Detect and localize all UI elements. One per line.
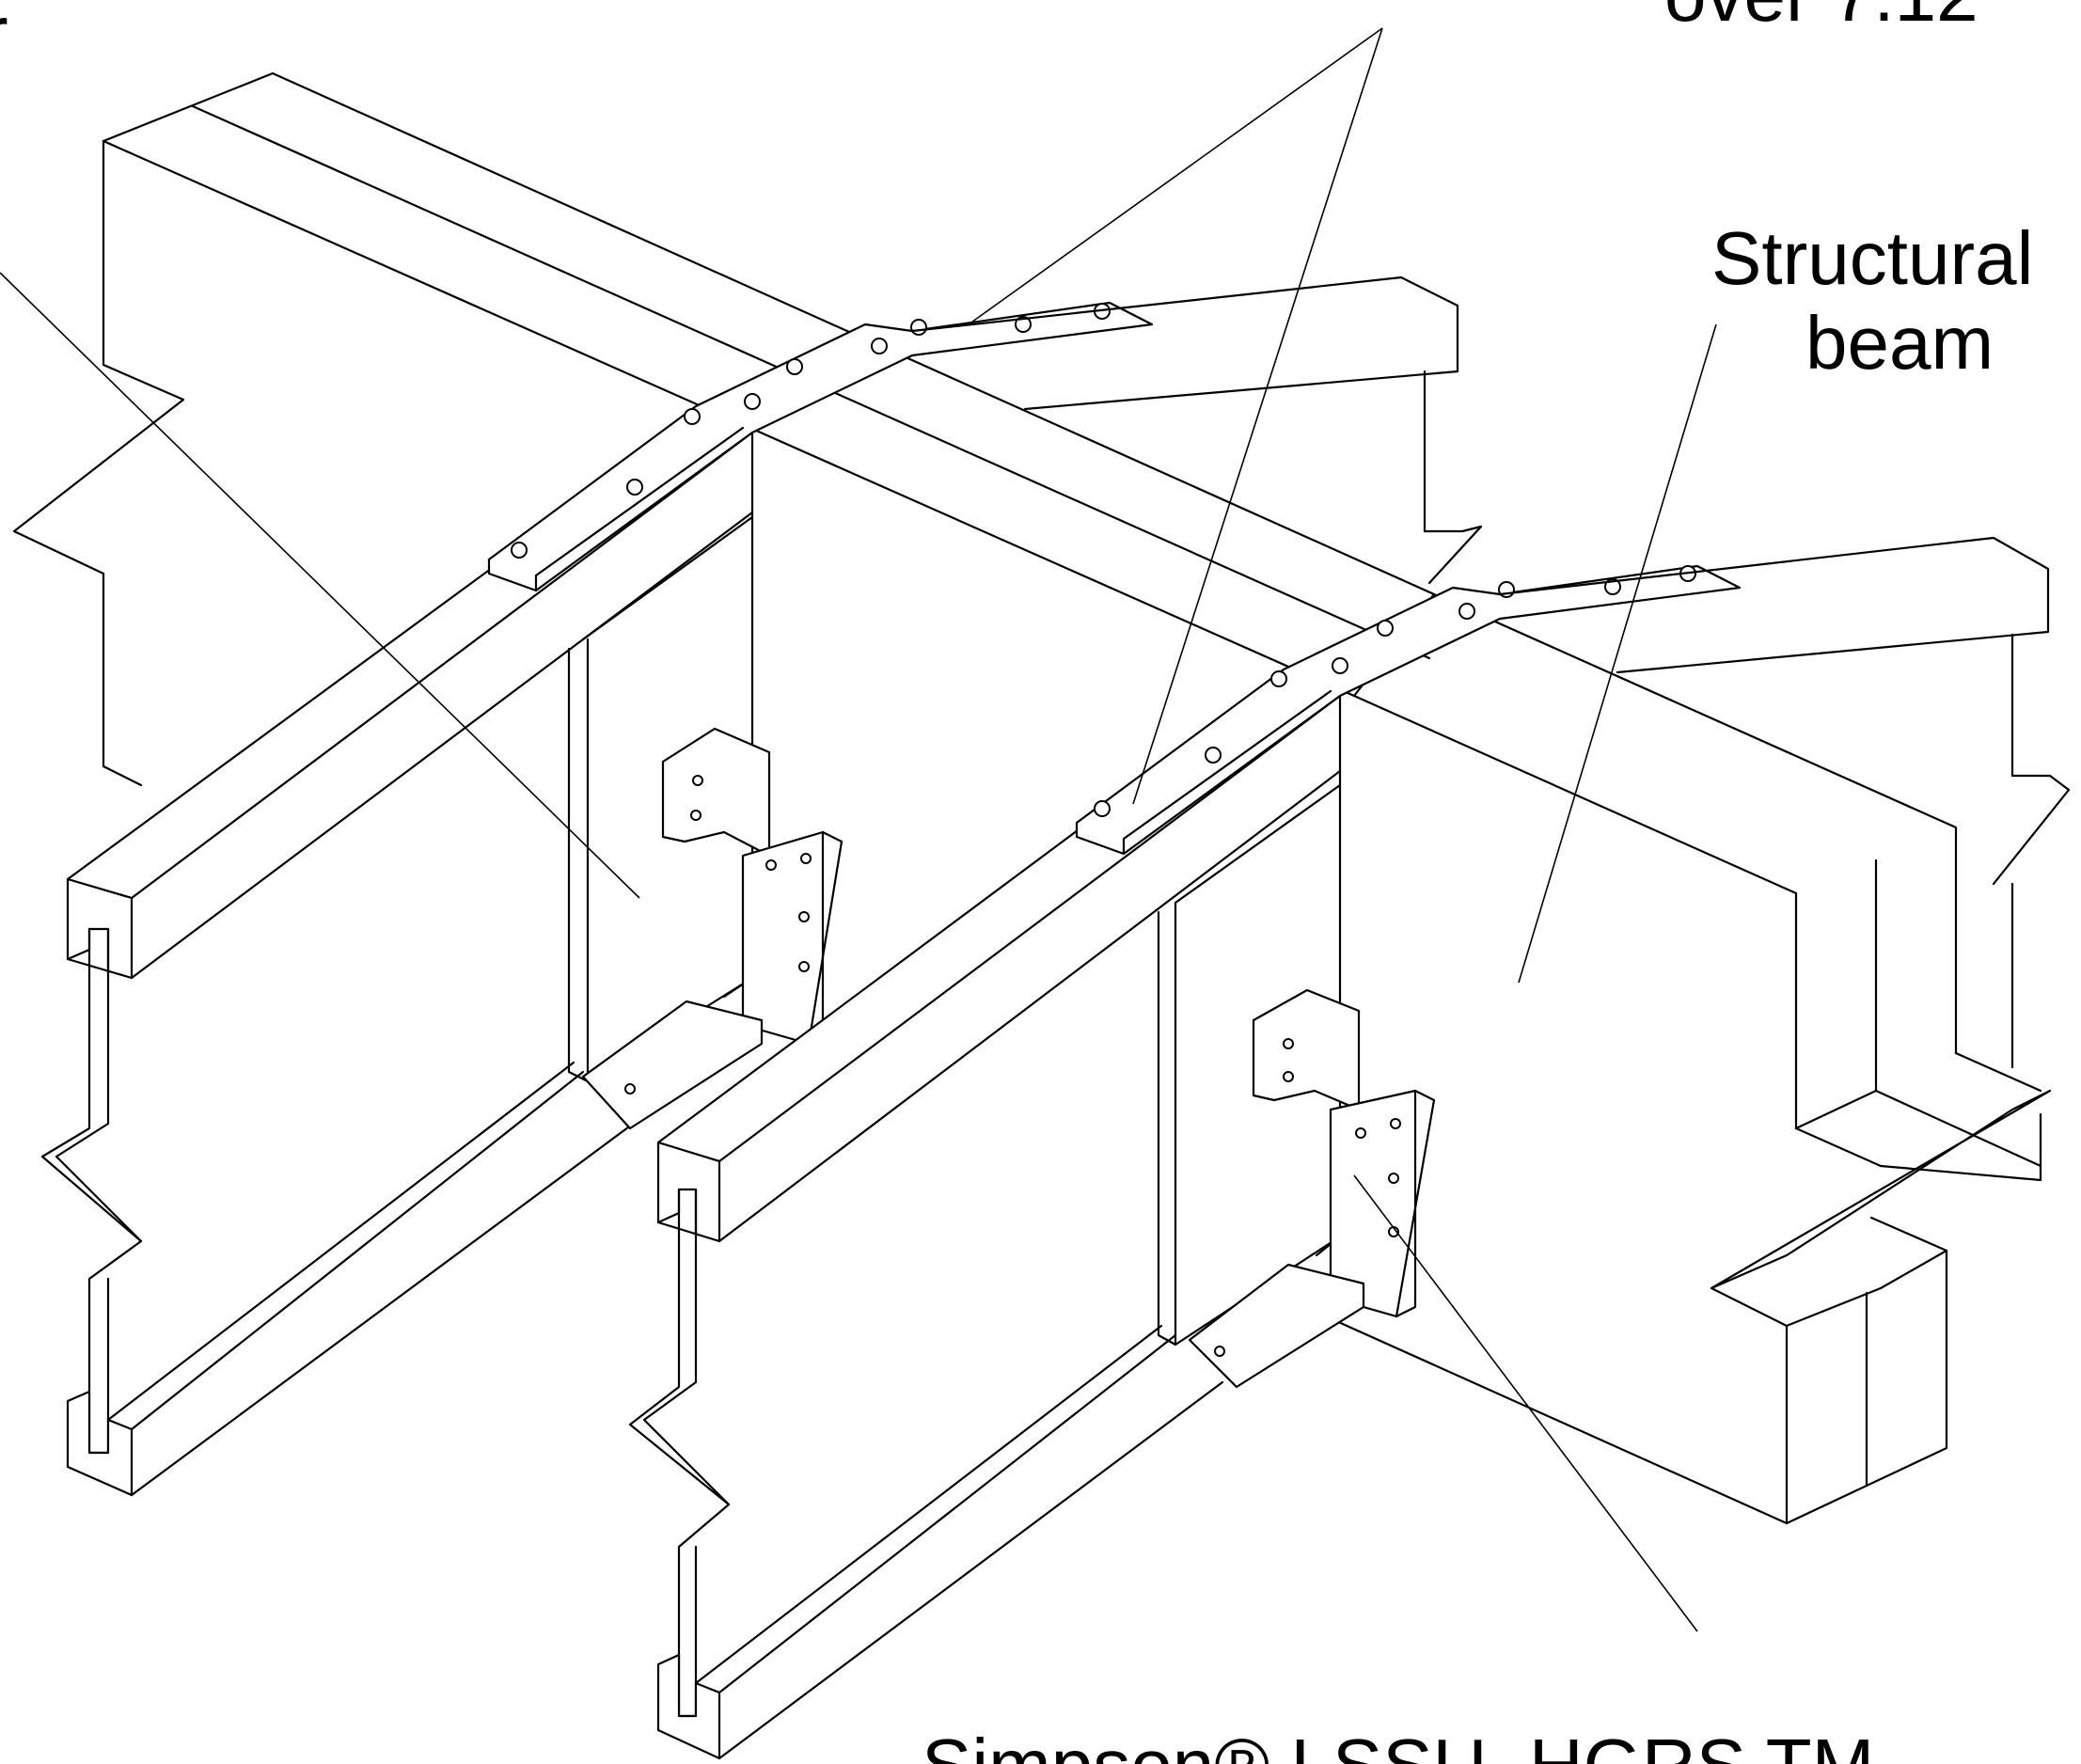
label-structural-beam-line2: beam	[1805, 301, 1994, 385]
leader-lines	[0, 27, 1717, 1632]
left-strap	[487, 301, 1154, 592]
top-back-joist	[910, 276, 1483, 585]
leader-structural-beam	[1518, 323, 1717, 984]
leader-top-right-a	[968, 27, 1383, 325]
labels: r over 7.12 Structural beam Simpson® LSS…	[0, 0, 2033, 1764]
right-strap	[1075, 564, 1742, 856]
left-joist	[40, 417, 754, 1497]
leader-top-left	[0, 272, 640, 899]
leader-hanger	[1353, 1174, 1698, 1632]
left-wall-back	[12, 139, 185, 787]
label-top-right-fragment: over 7.12	[1664, 0, 1979, 37]
right-back-joist	[1498, 536, 2071, 1069]
label-top-left-fragment: r	[0, 0, 8, 74]
left-hanger	[581, 727, 843, 1130]
right-hanger	[1188, 988, 1436, 1389]
right-beam-stub	[1324, 1089, 2052, 1525]
leader-top-right-b	[1132, 27, 1383, 805]
label-bottom-fragment: Simpson® LSSU, HGRS TM	[922, 1724, 1874, 1764]
label-structural-beam-line1: Structural	[1711, 216, 2033, 300]
